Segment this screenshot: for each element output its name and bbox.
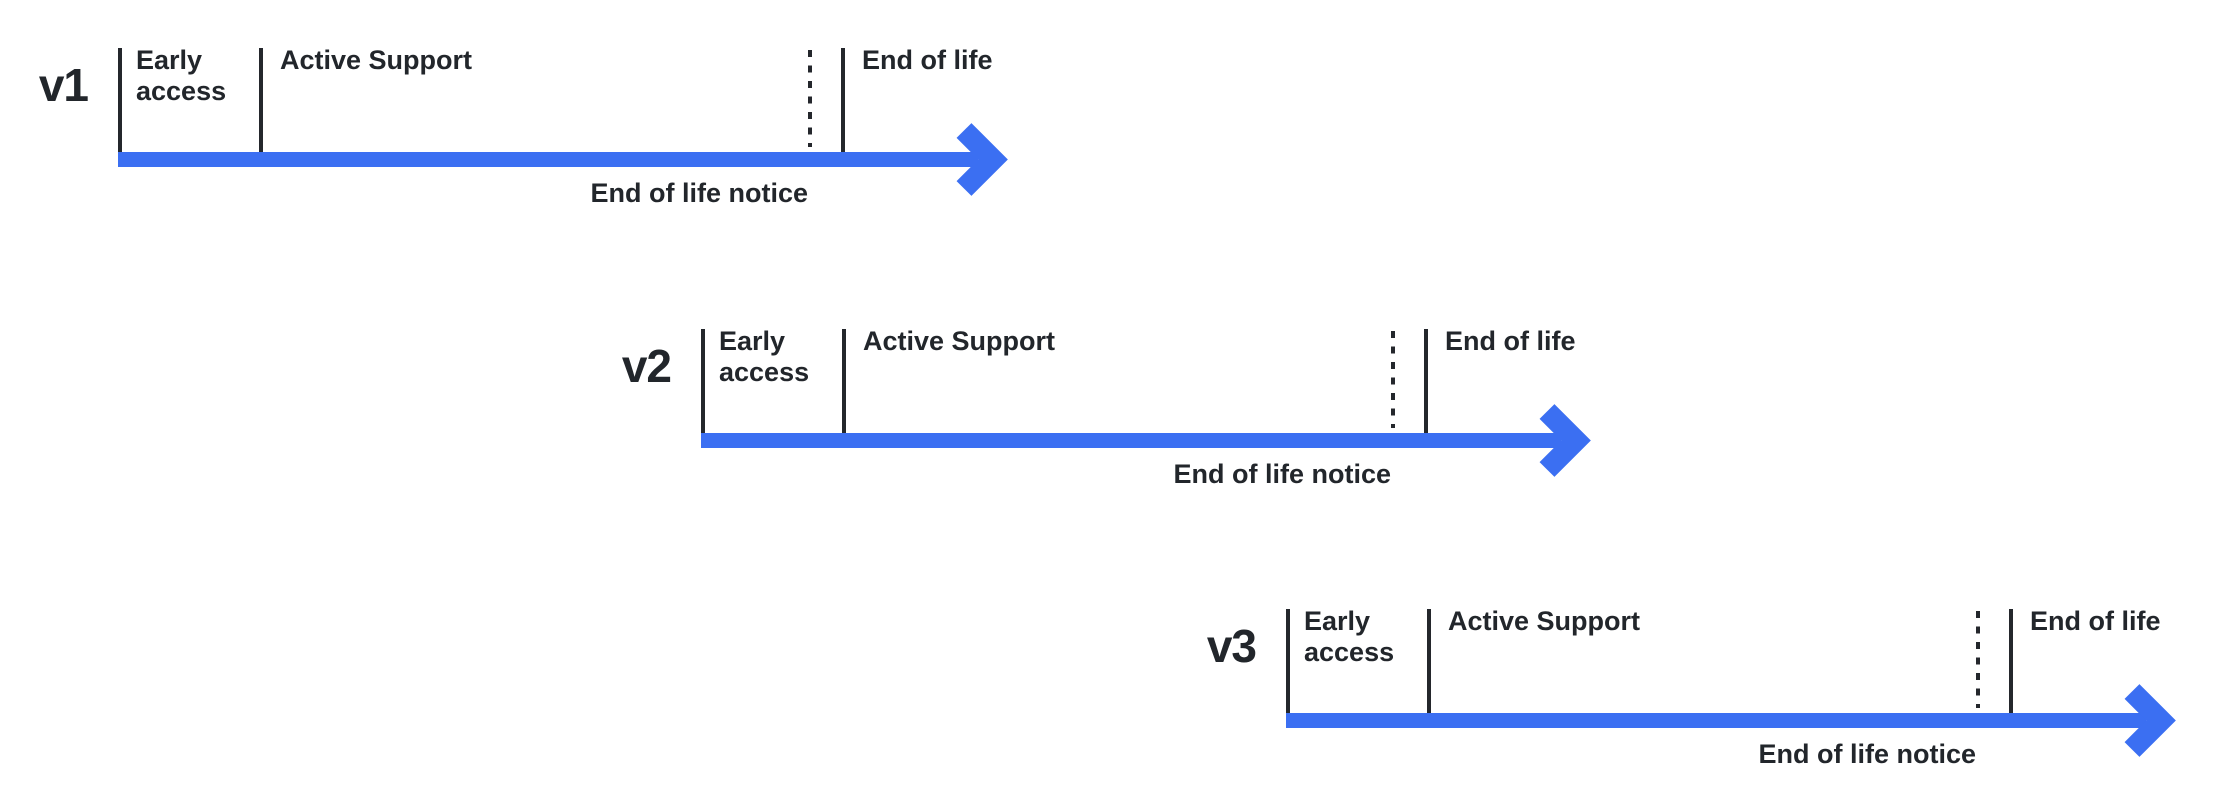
phase-label-active-support: Active Support — [1448, 606, 1641, 636]
phase-label-end-of-life-notice: End of life notice — [1173, 459, 1391, 489]
timeline-v1: v1 Early access Active Support End of li… — [18, 45, 1078, 223]
version-label: v2 — [621, 340, 672, 392]
timeline-arrow-head-icon — [1539, 404, 1591, 477]
end-of-life-tick — [1424, 329, 1428, 433]
timeline-arrow-head-icon — [2124, 684, 2176, 757]
end-of-life-tick — [841, 48, 845, 152]
phase-label-end-of-life-notice: End of life notice — [590, 178, 808, 208]
phase-label-end-of-life: End of life — [2030, 606, 2161, 636]
end-of-life-tick — [2009, 609, 2013, 713]
version-label: v1 — [38, 59, 89, 111]
timeline-arrow-shaft — [118, 152, 978, 167]
phase-label-end-of-life: End of life — [1445, 326, 1576, 356]
phase-label-active-support: Active Support — [863, 326, 1056, 356]
timeline-arrow-head-icon — [956, 123, 1008, 196]
phase-label-early-access: Early access — [719, 326, 810, 387]
timeline-arrow-shaft — [1286, 713, 2146, 728]
timeline-v2: v2 Early access Active Support End of li… — [601, 326, 1661, 504]
early-access-start-tick — [701, 329, 705, 433]
timeline-v3-graphics — [1286, 609, 2176, 757]
active-support-start-tick — [259, 48, 263, 152]
phase-label-early-access: Early access — [136, 45, 227, 106]
early-access-start-tick — [118, 48, 122, 152]
early-access-start-tick — [1286, 609, 1290, 713]
timeline-arrow-shaft — [701, 433, 1561, 448]
timeline-v3: v3 Early access Active Support End of li… — [1186, 606, 2228, 784]
active-support-start-tick — [1427, 609, 1431, 713]
phase-label-active-support: Active Support — [280, 45, 473, 75]
active-support-start-tick — [842, 329, 846, 433]
version-label: v3 — [1206, 620, 1257, 672]
timeline-v2-graphics — [701, 329, 1591, 477]
phase-label-end-of-life-notice: End of life notice — [1758, 739, 1976, 769]
phase-label-early-access: Early access — [1304, 606, 1395, 667]
timeline-v1-graphics — [118, 48, 1008, 196]
phase-label-end-of-life: End of life — [862, 45, 993, 75]
